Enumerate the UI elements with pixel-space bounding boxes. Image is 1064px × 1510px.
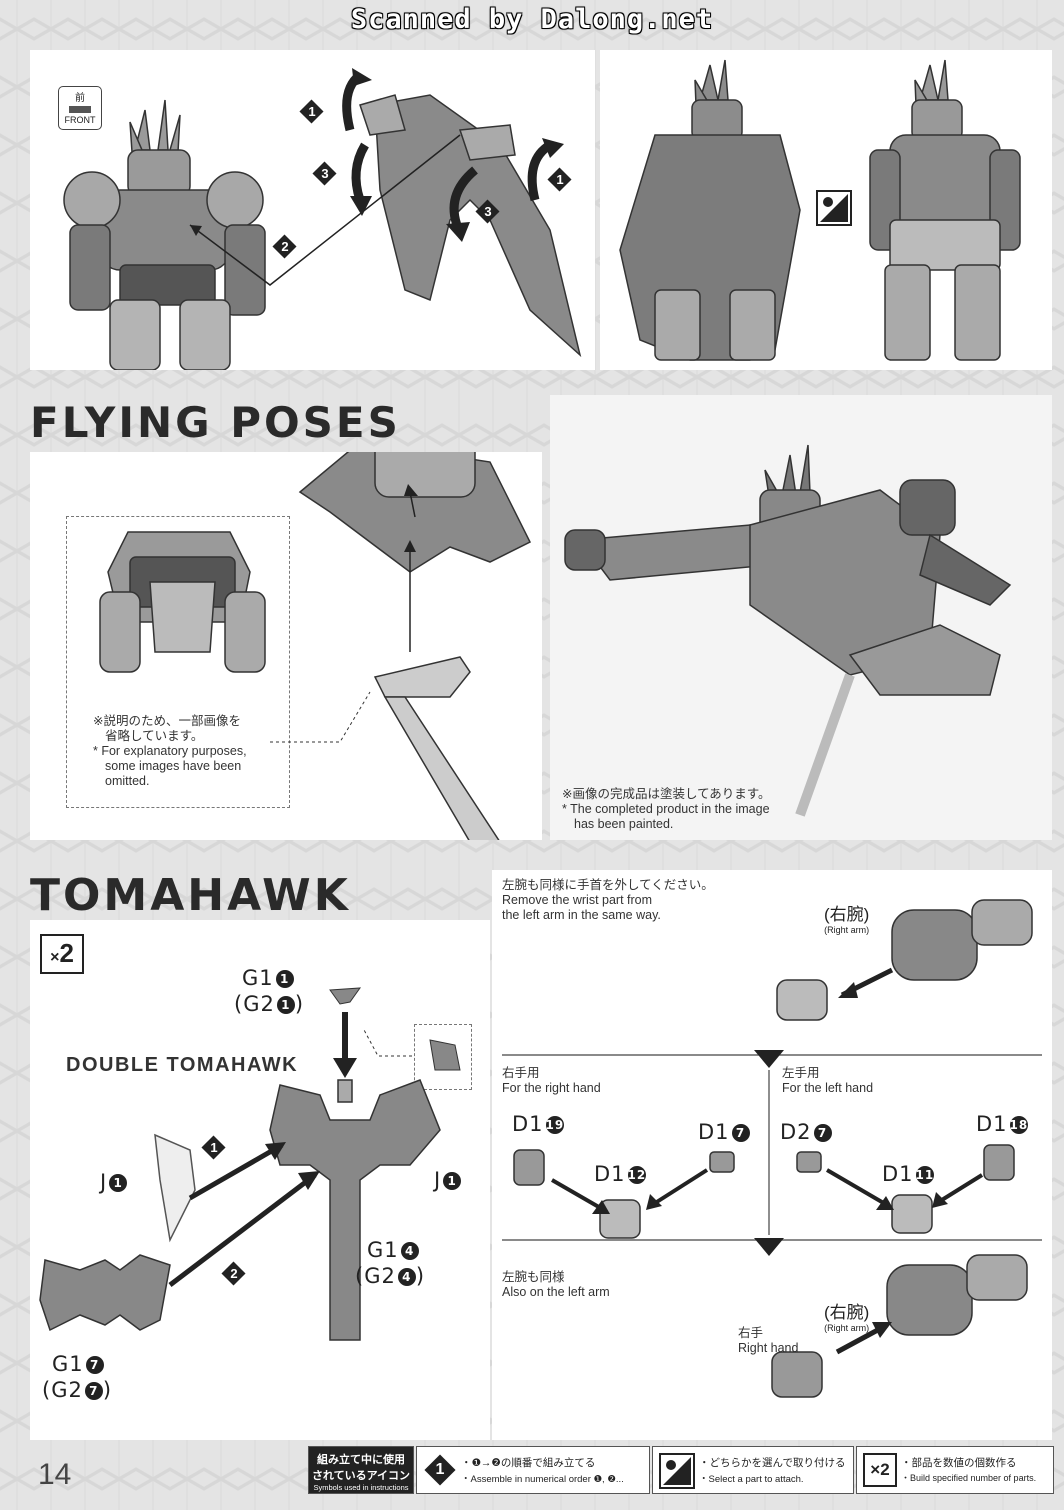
right-arm-2-jp: (右腕) xyxy=(824,1303,870,1322)
wing-cape-part xyxy=(189,68,582,358)
right-arm-2-en: (Right arm) xyxy=(824,1323,870,1333)
right-hand-jp: 右手用 xyxy=(502,1066,540,1080)
step-2-marker: 2 xyxy=(272,234,297,259)
painted-note: ※画像の完成品は塗装してあります。 * The completed produc… xyxy=(562,787,862,832)
flying-pose-photo xyxy=(564,444,1012,817)
omit-note-jp-1: ※説明のため、一部画像を xyxy=(93,714,241,728)
double-tomahawk-subtitle: DOUBLE TOMAHAWK xyxy=(66,1054,299,1076)
quantity-value: 2 xyxy=(59,938,74,968)
cape-detail-figure xyxy=(298,452,532,573)
remove-wrist-en-1: Remove the wrist part from xyxy=(502,893,653,907)
omitted-image-frame xyxy=(66,516,290,808)
omit-note: ※説明のため、一部画像を 省略しています。 * For explanatory … xyxy=(93,714,293,789)
legend-select-part: ・どちらかを選んで取り付ける ・Select a part to attach. xyxy=(652,1446,854,1494)
left-arm-same-en: Also on the left arm xyxy=(502,1285,610,1299)
front-badge-icon xyxy=(69,106,91,113)
tomahawk-step-1-marker: 1 xyxy=(201,1135,226,1160)
legend-select-en: ・Select a part to attach. xyxy=(699,1474,804,1485)
right-hand-en: For the right hand xyxy=(502,1081,601,1095)
page-number: 14 xyxy=(38,1458,72,1491)
tomahawk-step-2-marker: 2 xyxy=(221,1261,246,1286)
painted-note-en-1: * The completed product in the image xyxy=(562,802,770,816)
right-arm-jp: (右腕) xyxy=(824,905,870,924)
watermark: Scanned by Dalong.net xyxy=(350,4,714,35)
omit-note-en-2: some images have been xyxy=(105,759,242,773)
painted-note-en-2: has been painted. xyxy=(574,817,674,831)
legend-build-jp: ・部品を数値の個数作る xyxy=(901,1457,1017,1469)
legend-numerical-order: 1 ・❶→❷の順番で組み立てる ・Assemble in numerical o… xyxy=(416,1446,650,1494)
omit-note-en-3: omitted. xyxy=(105,774,150,788)
robot-front-figure xyxy=(63,99,266,370)
legend-select-jp: ・どちらかを選んで取り付ける xyxy=(699,1457,846,1469)
front-badge-en: FRONT xyxy=(64,115,96,125)
legend-select-icon xyxy=(659,1453,695,1489)
step-3-marker-left: 3 xyxy=(312,161,337,186)
cap-detail-frame xyxy=(414,1024,472,1090)
legend-heading-2: されているアイコン xyxy=(311,1470,411,1482)
left-hand-en: For the left hand xyxy=(782,1081,874,1095)
legend-heading-1: 組み立て中に使用 xyxy=(317,1454,405,1466)
legend-build-en: ・Build specified number of parts. xyxy=(901,1473,1037,1483)
front-badge: 前 FRONT xyxy=(58,86,102,130)
right-arm-label: (右腕) (Right arm) xyxy=(824,900,869,935)
remove-wrist-note: 左腕も同様に手首を外してください。 Remove the wrist part … xyxy=(502,878,714,923)
icon-legend-bar: 組み立て中に使用 されているアイコン Symbols used in instr… xyxy=(308,1446,1054,1494)
left-arm-same-note: 左腕も同様 Also on the left arm xyxy=(502,1270,610,1300)
top-left-panel: 前 FRONT 1 2 3 xyxy=(30,50,595,370)
left-hand-jp: 左手用 xyxy=(782,1066,820,1080)
legend-heading: 組み立て中に使用 されているアイコン Symbols used in instr… xyxy=(308,1446,414,1494)
flying-poses-title: FLYING POSES xyxy=(30,398,401,447)
left-arm-same-jp: 左腕も同様 xyxy=(502,1270,565,1284)
step-1-marker-right: 1 xyxy=(547,167,572,192)
tomahawk-title: TOMAHAWK xyxy=(30,870,351,921)
omit-note-en-1: * For explanatory purposes, xyxy=(93,744,247,758)
remove-wrist-en-2: the left arm in the same way. xyxy=(502,908,661,922)
right-hand-2-jp: 右手 xyxy=(738,1326,764,1340)
right-hand-heading: 右手用 For the right hand xyxy=(502,1066,601,1096)
right-hand-2-label: 右手 Right hand xyxy=(738,1326,798,1356)
painted-note-jp: ※画像の完成品は塗装してあります。 xyxy=(562,787,771,801)
legend-order-en: ・Assemble in numerical order ❶, ❷... xyxy=(461,1474,624,1485)
legend-build-count: ×2 ・部品を数値の個数作る ・Build specified number o… xyxy=(856,1446,1054,1494)
legend-heading-en: Symbols used in instructions xyxy=(313,1483,409,1492)
legend-build-icon: ×2 xyxy=(863,1453,897,1487)
step-1-marker-left: 1 xyxy=(299,99,324,124)
step-3-marker-right: 3 xyxy=(475,199,500,224)
robot-with-cape-figure xyxy=(619,59,1021,361)
legend-order-jp: ・❶→❷の順番で組み立てる xyxy=(461,1457,596,1469)
omit-note-jp-2: 省略しています。 xyxy=(105,729,204,743)
right-arm-label-2: (右腕) (Right arm) xyxy=(824,1298,869,1333)
legend-order-icon: 1 xyxy=(423,1453,457,1487)
right-hand-2-en: Right hand xyxy=(738,1341,799,1355)
hands-panel: 左腕も同様に手首を外してください。 Remove the wrist part … xyxy=(492,870,1052,1440)
arm-removal-figure xyxy=(502,899,1042,1398)
flying-photo-panel: ※画像の完成品は塗装してあります。 * The completed produc… xyxy=(550,395,1052,840)
top-right-panel xyxy=(600,50,1052,370)
robot-hip-figure xyxy=(99,531,500,840)
tomahawk-assembly-figure xyxy=(39,987,461,1341)
remove-wrist-jp: 左腕も同様に手首を外してください。 xyxy=(502,878,714,892)
right-arm-en: (Right arm) xyxy=(824,925,870,935)
left-hand-heading: 左手用 For the left hand xyxy=(782,1066,873,1096)
quantity-x2-icon: ×2 xyxy=(40,934,84,974)
front-badge-jp: 前 xyxy=(75,93,85,104)
select-one-icon xyxy=(816,190,852,226)
flying-left-panel: ※説明のため、一部画像を 省略しています。 * For explanatory … xyxy=(30,452,542,840)
